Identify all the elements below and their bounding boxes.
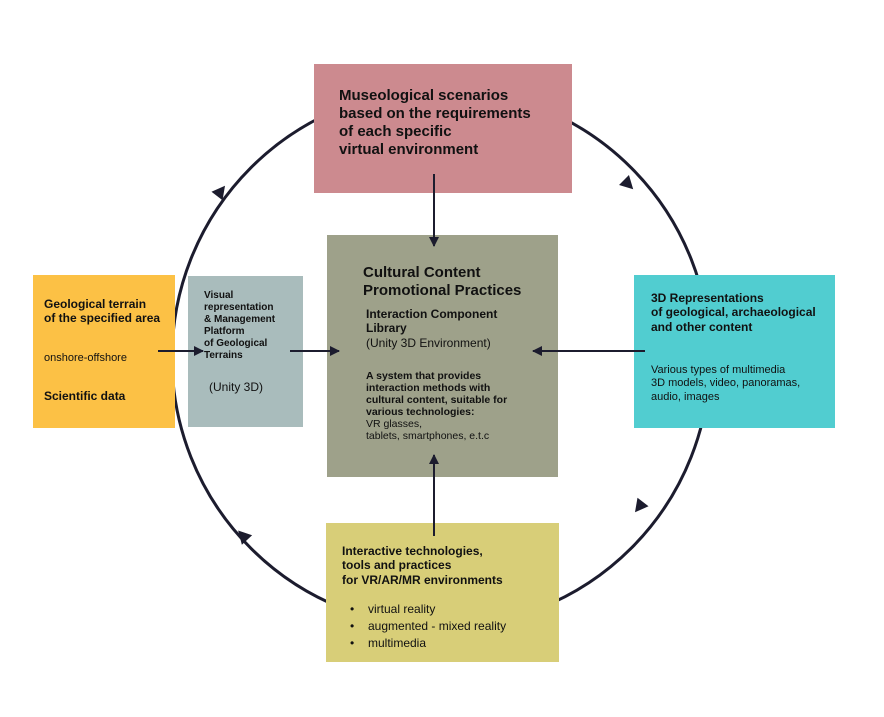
cycle-arrowhead-upper-left	[211, 185, 226, 201]
geological-terrain-box: Geological terrain of the specified area…	[33, 275, 175, 428]
museological-line-2: based on the requirements	[339, 105, 531, 122]
system-line-4: various technologies:	[366, 406, 475, 419]
platform-line-1: Visual	[204, 290, 234, 301]
library-line-1: Interaction Component	[366, 307, 498, 321]
system-line-1: A system that provides	[366, 370, 482, 382]
platform-line-6: Terrains	[204, 350, 243, 361]
museological-line-4: virtual environment	[339, 141, 479, 158]
rep-body-line-3: audio, images	[651, 390, 720, 403]
tech-title-line-2: tools and practices	[342, 558, 452, 573]
geo-footer: Scientific data	[44, 389, 126, 403]
rep-title-line-1: 3D Representations	[651, 291, 764, 305]
platform-line-5: of Geological	[204, 338, 268, 349]
cycle-arrowhead-lower-right	[634, 497, 649, 513]
geo-title-line-2: of the specified area	[44, 311, 161, 326]
visual-platform-box: Visual representation & Management Platf…	[188, 276, 303, 427]
interactive-technologies-box: Interactive technologies, tools and prac…	[326, 523, 559, 662]
center-title-line-2: Promotional Practices	[363, 282, 522, 299]
tech-bullet-item: multimedia	[346, 635, 506, 652]
devices-line-1: VR glasses,	[366, 418, 423, 431]
system-line-2: interaction methods with	[366, 382, 491, 395]
cultural-content-box: Cultural Content Promotional Practices I…	[327, 235, 558, 477]
geo-subtitle: onshore-offshore	[44, 352, 127, 364]
center-title-line-1: Cultural Content	[363, 264, 481, 281]
cycle-arrowhead-upper-right	[619, 175, 634, 190]
tech-bullet-item: virtual reality	[346, 601, 506, 618]
tech-title-line-1: Interactive technologies,	[342, 544, 483, 558]
platform-line-3: & Management	[204, 314, 276, 325]
rep-title-line-2: of geological, archaeological	[651, 305, 816, 320]
platform-env: (Unity 3D)	[209, 380, 264, 394]
museological-line-3: of each specific	[339, 123, 452, 140]
rep-body-line-2: 3D models, video, panoramas,	[651, 377, 801, 390]
tech-bullet-list: virtual reality augmented - mixed realit…	[346, 601, 506, 651]
rep-title-line-3: and other content	[651, 319, 753, 334]
platform-line-2: representation	[204, 302, 274, 313]
platform-line-4: Platform	[204, 326, 245, 337]
museological-line-1: Museological scenarios	[339, 87, 509, 104]
library-line-2: Library	[366, 321, 407, 336]
tech-title-line-3: for VR/AR/MR environments	[342, 572, 503, 587]
tech-bullet-item: augmented - mixed reality	[346, 618, 506, 635]
devices-line-2: tablets, smartphones, e.t.c	[366, 430, 490, 443]
geo-title-line-1: Geological terrain	[44, 297, 147, 311]
system-line-3: cultural content, suitable for	[366, 394, 508, 407]
rep-body-line-1: Various types of multimedia	[651, 364, 786, 376]
library-env: (Unity 3D Environment)	[366, 335, 491, 350]
cycle-arrowhead-lower-left	[238, 530, 253, 545]
3d-representations-box: 3D Representations of geological, archae…	[634, 275, 835, 428]
museological-scenarios-box: Museological scenarios based on the requ…	[314, 64, 572, 193]
